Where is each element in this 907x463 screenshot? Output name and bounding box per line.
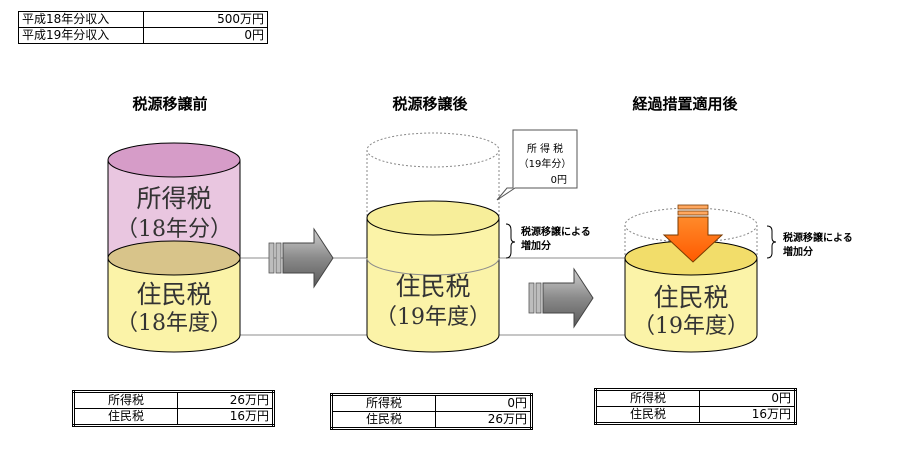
transition-arrow-icon (528, 267, 594, 329)
cylinder-after: 住民税 （19年度） (366, 132, 500, 353)
increase-brace (766, 225, 777, 259)
stage-title-transition: 経過措置適用後 (632, 95, 738, 113)
resident-tax-block (624, 257, 758, 353)
callout-line-2: （19年分） (519, 157, 572, 170)
resident-tax-label: 住民税 (136, 280, 211, 309)
tax-value: 16万円 (699, 406, 796, 424)
income-label: 平成19年分収入 (18, 27, 144, 44)
stage-title-before: 税源移譲前 (132, 95, 208, 113)
income-row-2019: 平成19年分収入 0円 (18, 27, 268, 44)
table-row: 住民税 26万円 (331, 411, 532, 429)
cylinder-top (107, 142, 241, 178)
resident-tax-label: 住民税 (395, 272, 470, 301)
income-value: 0円 (143, 27, 268, 44)
tax-table-before: 所得税 26万円 住民税 16万円 (72, 390, 275, 427)
stage-title-after: 税源移譲後 (392, 95, 468, 113)
tax-label: 住民税 (73, 408, 178, 426)
tax-value: 0円 (699, 389, 796, 407)
income-tax-label: 所得税 (136, 184, 211, 213)
income-tax-year: （18年分） (116, 217, 232, 242)
tax-value: 0円 (435, 394, 532, 412)
income-table: 平成18年分収入 500万円 平成19年分収入 0円 (18, 11, 268, 44)
tax-label: 住民税 (595, 406, 700, 424)
resident-tax-year: （19年度） (633, 314, 749, 339)
increase-brace (505, 223, 516, 259)
resident-tax-top (107, 240, 241, 276)
resident-tax-label: 住民税 (653, 283, 728, 312)
increase-label-2: 増加分 (783, 245, 813, 258)
tax-value: 26万円 (435, 411, 532, 429)
increase-label-1: 税源移譲による (521, 225, 591, 238)
table-row: 所得税 26万円 (73, 391, 274, 409)
tax-value: 16万円 (177, 408, 274, 426)
increase-label-2: 増加分 (521, 239, 551, 252)
cylinder-before: 所得税 （18年分） 住民税 （18年度） (107, 142, 241, 353)
transition-arrow-icon (268, 227, 334, 289)
tax-label: 所得税 (73, 391, 178, 409)
reduction-arrow-icon (662, 204, 724, 263)
resident-tax-top (366, 200, 500, 236)
resident-tax-year: （19年度） (375, 305, 491, 330)
tax-value: 26万円 (177, 391, 274, 409)
callout-line-1: 所 得 税 (527, 142, 563, 155)
table-row: 所得税 0円 (595, 389, 796, 407)
resident-tax-year: （18年度） (116, 311, 232, 336)
table-row: 所得税 0円 (331, 394, 532, 412)
empty-cylinder-top (366, 132, 500, 168)
table-row: 住民税 16万円 (73, 408, 274, 426)
tax-label: 所得税 (595, 389, 700, 407)
income-tax-callout: 所 得 税 （19年分） 0円 (496, 129, 578, 201)
callout-line-3: 0円 (551, 175, 567, 186)
table-row: 住民税 16万円 (595, 406, 796, 424)
tax-table-after: 所得税 0円 住民税 26万円 (330, 393, 533, 430)
tax-label: 所得税 (331, 394, 436, 412)
tax-label: 住民税 (331, 411, 436, 429)
increase-label-1: 税源移譲による (783, 231, 853, 244)
tax-table-transition: 所得税 0円 住民税 16万円 (594, 388, 797, 425)
resident-tax-block (366, 217, 500, 353)
resident-tax-block (107, 257, 241, 353)
